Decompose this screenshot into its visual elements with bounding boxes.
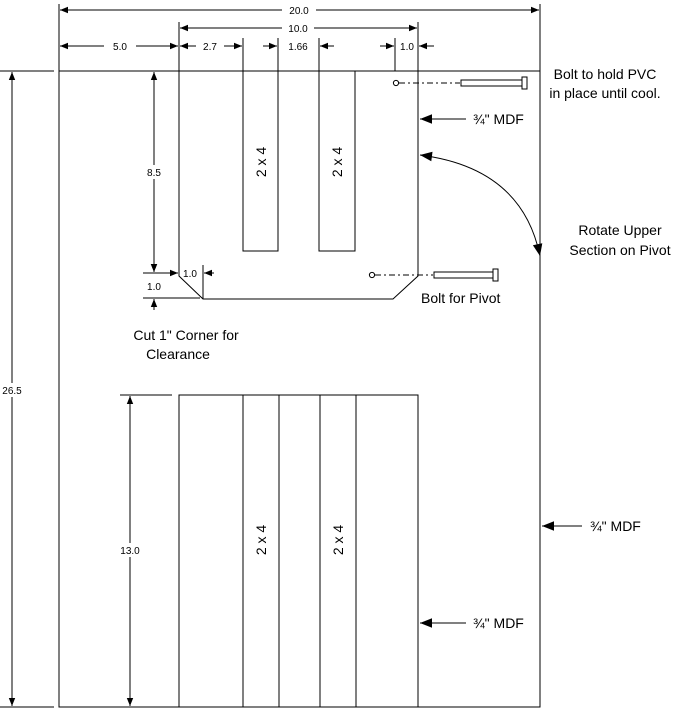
dim-board-gap: 1.66	[288, 42, 308, 53]
board-label-upper-left: 2 x 4	[253, 147, 269, 178]
label-cut-line1: Cut 1" Corner for	[133, 327, 239, 343]
label-cut-line2: Clearance	[146, 346, 210, 362]
dim-lower-height: 13.0	[120, 546, 140, 557]
rotate-arc-arrow	[419, 151, 543, 257]
label-mdf-right: ¾" MDF	[590, 518, 641, 534]
dim-corner-horizontal: 1.0	[183, 269, 197, 280]
base-board	[58, 70, 541, 708]
board-label-lower-right: 2 x 4	[330, 525, 346, 556]
board-label-lower-left: 2 x 4	[253, 525, 269, 556]
dim-right-margin: 1.0	[400, 42, 414, 53]
dim-left-offset: 5.0	[113, 42, 127, 53]
dim-overall-height: 26.5	[2, 386, 22, 397]
label-rotate-line1: Rotate Upper	[578, 222, 662, 238]
label-rotate-line2: Section on Pivot	[569, 242, 670, 258]
label-bolt-pivot: Bolt for Pivot	[421, 290, 500, 306]
upper-board-right	[318, 70, 356, 252]
dim-board-offset: 2.7	[203, 42, 217, 53]
label-mdf-lower: ¾" MDF	[473, 615, 524, 631]
pivot-bolt-icon	[368, 268, 499, 282]
dim-inner-width: 10.0	[288, 24, 308, 35]
upper-board-left	[242, 70, 279, 252]
dim-corner-vertical: 1.0	[147, 282, 161, 293]
board-label-upper-right: 2 x 4	[329, 147, 345, 178]
dim-overall-width: 20.0	[289, 6, 309, 17]
pvc-bolt-icon	[392, 76, 528, 90]
label-bolt-pvc-line1: Bolt to hold PVC	[554, 66, 657, 82]
label-bolt-pvc-line2: in place until cool.	[549, 85, 660, 101]
dim-upper-height: 8.5	[147, 168, 161, 179]
lower-section	[178, 394, 419, 708]
label-mdf-upper: ¾" MDF	[473, 111, 524, 127]
upper-section	[178, 71, 419, 300]
